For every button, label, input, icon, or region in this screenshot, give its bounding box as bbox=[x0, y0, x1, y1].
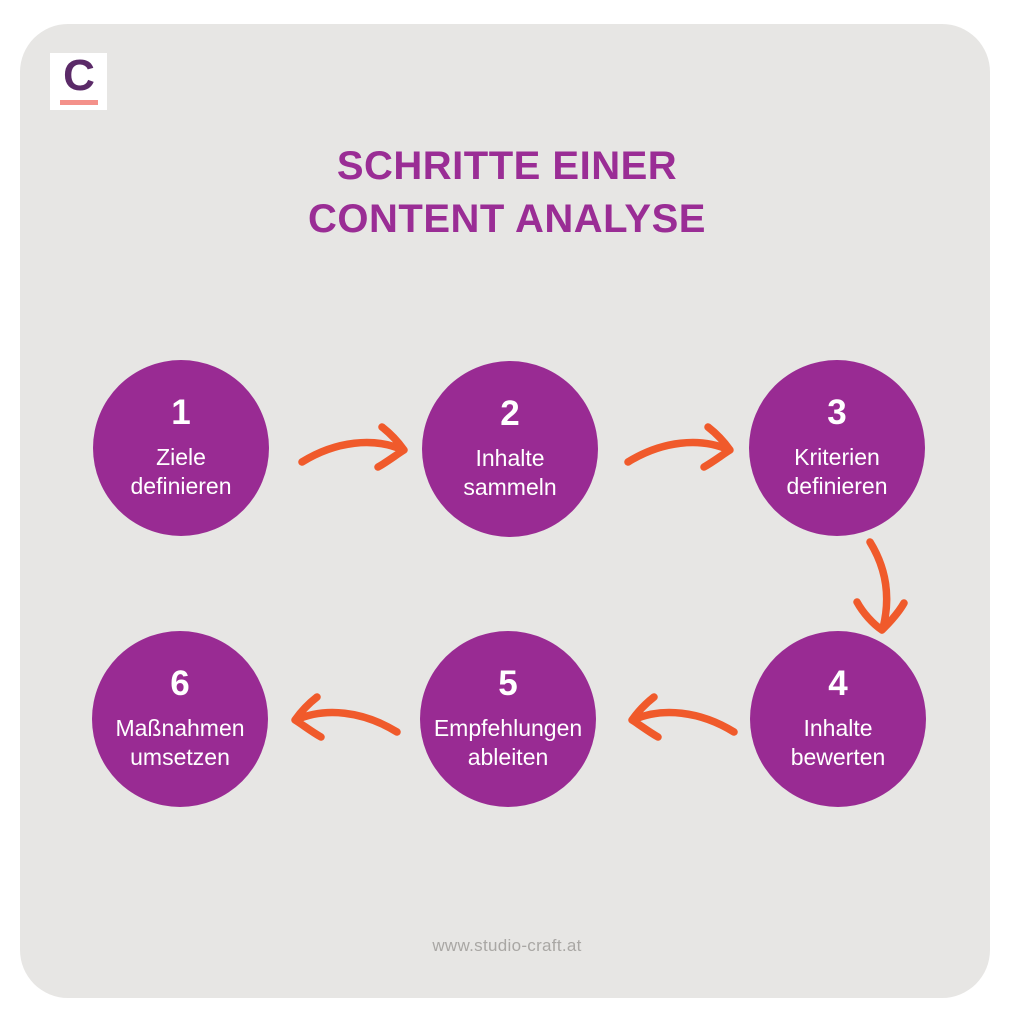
step-label: Inhalte bewerten bbox=[790, 715, 886, 770]
step-number: 1 bbox=[171, 393, 191, 433]
step-circle-1: 1 Ziele definieren bbox=[93, 360, 269, 536]
step-label: Ziele definieren bbox=[130, 444, 232, 499]
logo-letter-c: C bbox=[63, 51, 95, 100]
website-url: www.studio-craft.at bbox=[432, 936, 582, 955]
step-number: 5 bbox=[498, 664, 518, 704]
step-label: Kriterien definieren bbox=[786, 444, 888, 499]
step-number: 6 bbox=[170, 664, 190, 704]
arrow-step4-to-step5-icon bbox=[625, 682, 740, 752]
step-circle-6: 6 Maßnahmen umsetzen bbox=[92, 631, 268, 807]
step-circle-3: 3 Kriterien definieren bbox=[749, 360, 925, 536]
step-label: Inhalte sammeln bbox=[463, 445, 557, 500]
arrow-step2-to-step3-icon bbox=[622, 412, 737, 482]
step-label: Empfehlungen ableiten bbox=[433, 715, 583, 770]
studio-craft-logo: C bbox=[50, 53, 107, 110]
step-label: Maßnahmen umsetzen bbox=[115, 715, 245, 770]
page-title: SCHRITTE EINER CONTENT ANALYSE bbox=[308, 144, 706, 242]
arrow-step1-to-step2-icon bbox=[296, 412, 411, 482]
arrow-step3-to-step4-icon bbox=[845, 536, 910, 638]
step-number: 3 bbox=[827, 393, 847, 433]
arrow-step5-to-step6-icon bbox=[288, 682, 403, 752]
step-circle-2: 2 Inhalte sammeln bbox=[422, 361, 598, 537]
step-circle-4: 4 Inhalte bewerten bbox=[750, 631, 926, 807]
step-circle-5: 5 Empfehlungen ableiten bbox=[420, 631, 596, 807]
logo-underline bbox=[59, 100, 98, 105]
step-number: 2 bbox=[500, 394, 520, 434]
step-number: 4 bbox=[828, 664, 848, 704]
